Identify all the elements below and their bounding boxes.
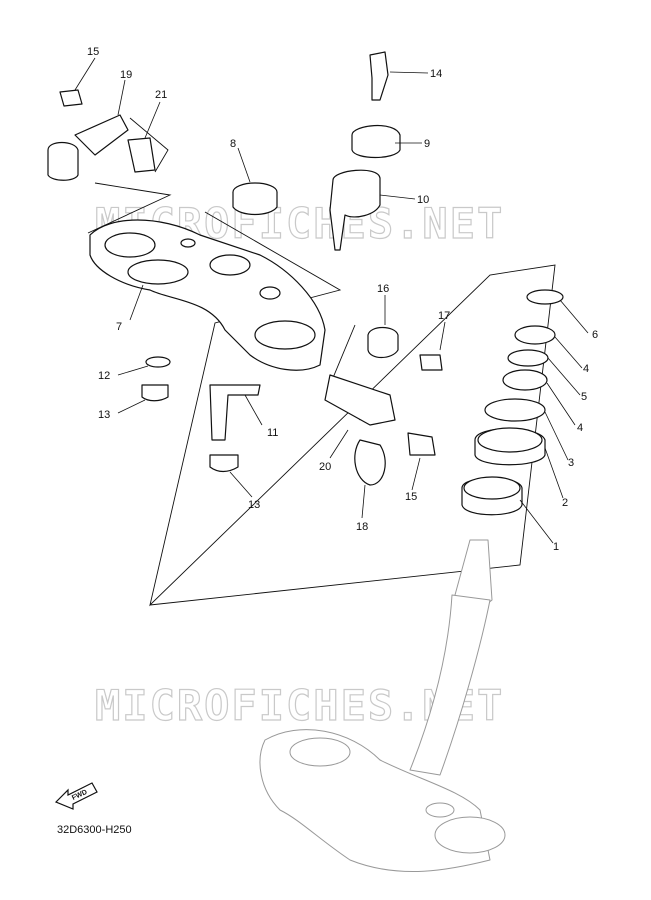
callout-3: 3 [568, 457, 574, 469]
diagram-code: 32D6300-H250 [57, 824, 132, 836]
callout-21: 21 [155, 89, 167, 101]
callout-labels: 1 2 3 4 4 5 6 7 8 9 10 11 12 13 13 14 15… [87, 46, 598, 553]
callout-14: 14 [430, 68, 442, 80]
callout-8: 8 [230, 138, 236, 150]
callout-15a: 15 [87, 46, 99, 58]
callout-4a: 4 [583, 363, 589, 375]
cap-nut-part [232, 182, 278, 216]
callout-6: 6 [592, 329, 598, 341]
callout-19: 19 [120, 69, 132, 81]
callout-12: 12 [98, 370, 110, 382]
callout-1: 1 [553, 541, 559, 553]
callout-10: 10 [417, 194, 429, 206]
handlebar-holder-parts [329, 51, 401, 251]
callout-9: 9 [424, 138, 430, 150]
callout-5: 5 [581, 391, 587, 403]
leader-lines [74, 57, 589, 544]
steering-stem-lower-bracket [259, 539, 506, 872]
callout-11: 11 [267, 427, 278, 439]
callout-13b: 13 [248, 499, 260, 511]
small-hardware-parts [141, 356, 261, 473]
callout-17: 17 [438, 310, 450, 322]
callout-4b: 4 [577, 422, 583, 434]
callout-20: 20 [319, 461, 331, 473]
callout-15b: 15 [405, 491, 417, 503]
callout-16: 16 [377, 283, 389, 295]
bracket-and-clamp-parts [47, 89, 443, 486]
callout-13a: 13 [98, 409, 110, 421]
callout-18: 18 [356, 521, 368, 533]
upper-bracket-part [89, 219, 326, 371]
bearing-stack-parts [461, 289, 564, 516]
callout-2: 2 [562, 497, 568, 509]
fwd-arrow-icon: FWD [54, 782, 98, 810]
callout-7: 7 [116, 321, 122, 333]
